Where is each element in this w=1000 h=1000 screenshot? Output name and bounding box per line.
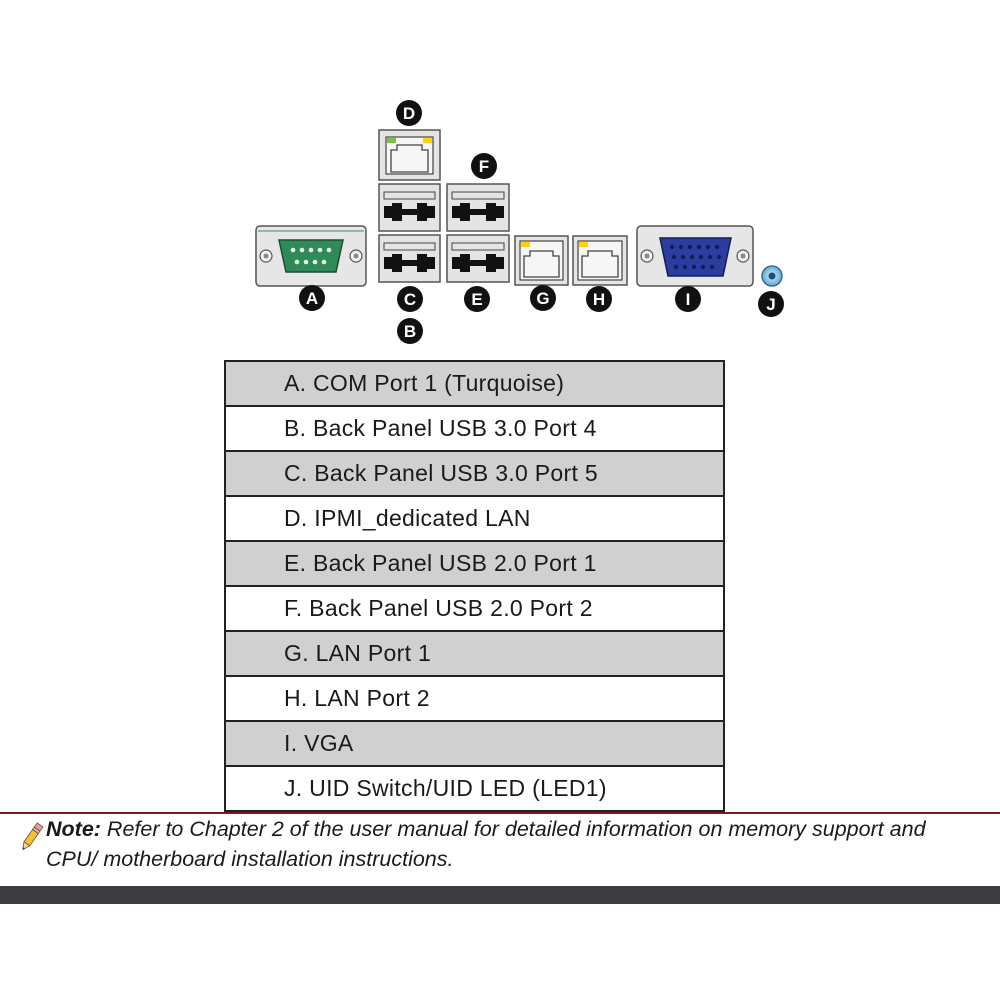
callout-i: I: [675, 286, 701, 312]
legend-row: F. Back Panel USB 2.0 Port 2: [224, 585, 725, 632]
svg-text:E: E: [471, 290, 482, 309]
callout-j: J: [758, 291, 784, 317]
callout-d: D: [396, 100, 422, 126]
legend-row-label: G. LAN Port 1: [224, 630, 725, 677]
uid-led: [761, 265, 783, 287]
footer-bar: [0, 886, 1000, 904]
legend-row-label: D. IPMI_dedicated LAN: [224, 495, 725, 542]
callout-b: B: [397, 318, 423, 344]
svg-text:J: J: [766, 295, 775, 314]
legend-row-label: H. LAN Port 2: [224, 675, 725, 722]
pencil-icon: [22, 822, 44, 851]
note-divider: [0, 812, 1000, 814]
note-label: Note:: [46, 817, 101, 841]
lan-port-1: [514, 235, 569, 286]
io-panel-diagram: A B C D E F G H I J: [255, 100, 784, 344]
legend-row: B. Back Panel USB 3.0 Port 4: [224, 405, 725, 452]
legend-row: J. UID Switch/UID LED (LED1): [224, 765, 725, 812]
svg-text:C: C: [404, 290, 416, 309]
legend-row-label: F. Back Panel USB 2.0 Port 2: [224, 585, 725, 632]
ipmi-lan-port: [378, 129, 441, 181]
lan-port-2: [572, 235, 628, 286]
note-text: Note: Refer to Chapter 2 of the user man…: [46, 814, 981, 874]
svg-text:A: A: [306, 289, 318, 308]
legend-row-label: J. UID Switch/UID LED (LED1): [224, 765, 725, 812]
com-port: [255, 225, 367, 287]
legend-row-label: E. Back Panel USB 2.0 Port 1: [224, 540, 725, 587]
callout-a: A: [299, 285, 325, 311]
legend-row-label: I. VGA: [224, 720, 725, 767]
legend-row: C. Back Panel USB 3.0 Port 5: [224, 450, 725, 497]
svg-text:D: D: [403, 104, 415, 123]
svg-text:G: G: [536, 289, 549, 308]
legend-row: E. Back Panel USB 2.0 Port 1: [224, 540, 725, 587]
note-body: Refer to Chapter 2 of the user manual fo…: [46, 817, 926, 871]
usb-2-0-stack: [446, 183, 510, 283]
legend-row: D. IPMI_dedicated LAN: [224, 495, 725, 542]
legend-row: H. LAN Port 2: [224, 675, 725, 722]
legend-table: A. COM Port 1 (Turquoise) B. Back Panel …: [224, 360, 725, 812]
usb-3-0-stack: [378, 183, 441, 283]
callout-e: E: [464, 286, 490, 312]
svg-text:B: B: [404, 322, 416, 341]
callout-f: F: [471, 153, 497, 179]
legend-row: A. COM Port 1 (Turquoise): [224, 360, 725, 407]
legend-row-label: C. Back Panel USB 3.0 Port 5: [224, 450, 725, 497]
svg-text:F: F: [479, 157, 489, 176]
legend-row: G. LAN Port 1: [224, 630, 725, 677]
vga-port: [636, 225, 754, 287]
legend-row-label: B. Back Panel USB 3.0 Port 4: [224, 405, 725, 452]
callout-g: G: [530, 285, 556, 311]
svg-text:I: I: [686, 290, 691, 309]
callout-c: C: [397, 286, 423, 312]
callout-h: H: [586, 286, 612, 312]
legend-row: I. VGA: [224, 720, 725, 767]
legend-row-label: A. COM Port 1 (Turquoise): [224, 360, 725, 407]
svg-text:H: H: [593, 290, 605, 309]
